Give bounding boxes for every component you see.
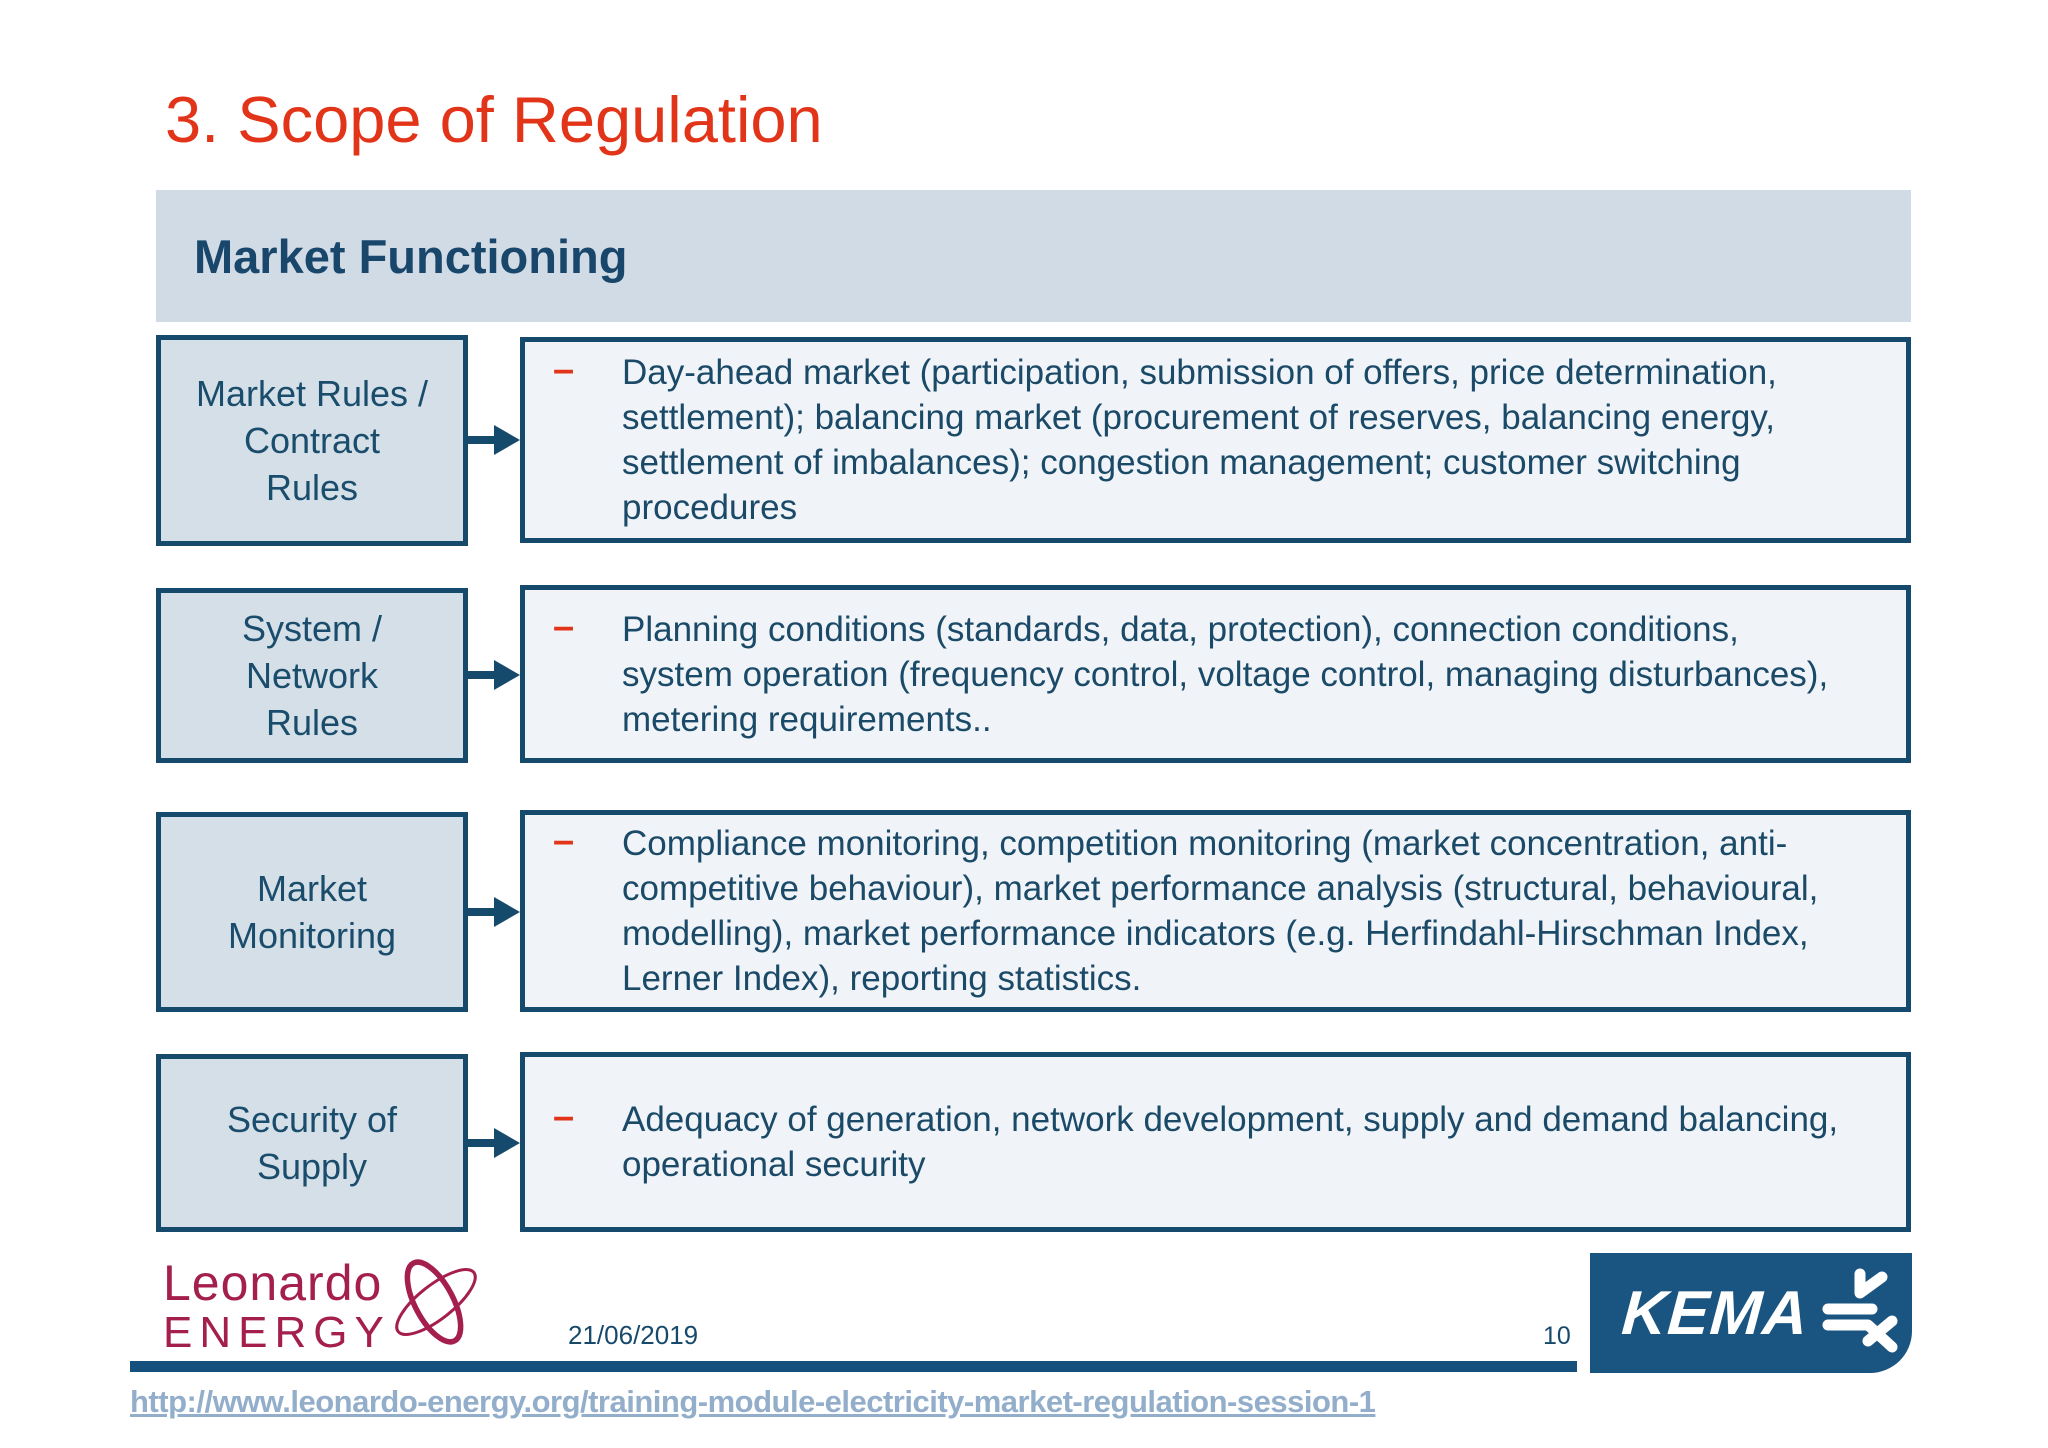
leonardo-atom-icon (395, 1259, 477, 1345)
category-box-security-of-supply: Security of Supply (156, 1054, 468, 1232)
arrow-right-icon (466, 897, 520, 927)
footer-divider-line (130, 1361, 1577, 1372)
category-label: Market Monitoring (227, 868, 397, 956)
kema-logo-text: KEMA (1619, 1278, 1811, 1348)
dash-bullet-icon: – (553, 605, 575, 648)
slide-date: 21/06/2019 (568, 1320, 699, 1350)
dash-bullet-icon: – (553, 1096, 575, 1138)
section-header-bar: Market Functioning (156, 190, 1911, 322)
dash-bullet-icon: – (553, 349, 575, 391)
kema-mark-icon (1822, 1268, 1898, 1353)
detail-text: Day-ahead market (participation, submiss… (622, 353, 1777, 527)
page-title: 3. Scope of Regulation (165, 83, 823, 156)
category-label: Security of Supply (226, 1099, 398, 1187)
page-number: 10 (1543, 1322, 1571, 1350)
energy-logo-text: ENERGY (163, 1308, 391, 1357)
category-box-market-rules: Market Rules / Contract Rules (156, 335, 468, 546)
category-box-system-network: System / Network Rules (156, 588, 468, 763)
detail-panel-market-monitoring: – Compliance monitoring, competition mon… (520, 810, 1911, 1012)
leonardo-logo-text: Leonardo (163, 1255, 383, 1311)
category-label: System / Network Rules (241, 608, 383, 743)
detail-panel-market-rules: – Day-ahead market (participation, submi… (520, 337, 1911, 543)
source-url-link[interactable]: http://www.leonardo-energy.org/training-… (130, 1384, 1376, 1419)
section-header-title: Market Functioning (194, 229, 628, 283)
arrow-right-icon (466, 425, 520, 455)
category-label: Market Rules / Contract Rules (195, 373, 429, 508)
detail-text: Planning conditions (standards, data, pr… (622, 609, 1829, 739)
arrow-right-icon (466, 1128, 520, 1158)
arrow-right-icon (466, 660, 520, 690)
category-box-market-monitoring: Market Monitoring (156, 812, 468, 1012)
detail-panel-system-network: – Planning conditions (standards, data, … (520, 585, 1911, 763)
detail-text: Compliance monitoring, competition monit… (622, 824, 1819, 998)
kema-logo: KEMA (1590, 1253, 1912, 1373)
detail-text: Adequacy of generation, network developm… (622, 1100, 1839, 1184)
leonardo-energy-logo: Leonardo ENERGY (163, 1258, 391, 1355)
detail-panel-security-of-supply: – Adequacy of generation, network develo… (520, 1052, 1911, 1232)
dash-bullet-icon: – (553, 820, 575, 862)
